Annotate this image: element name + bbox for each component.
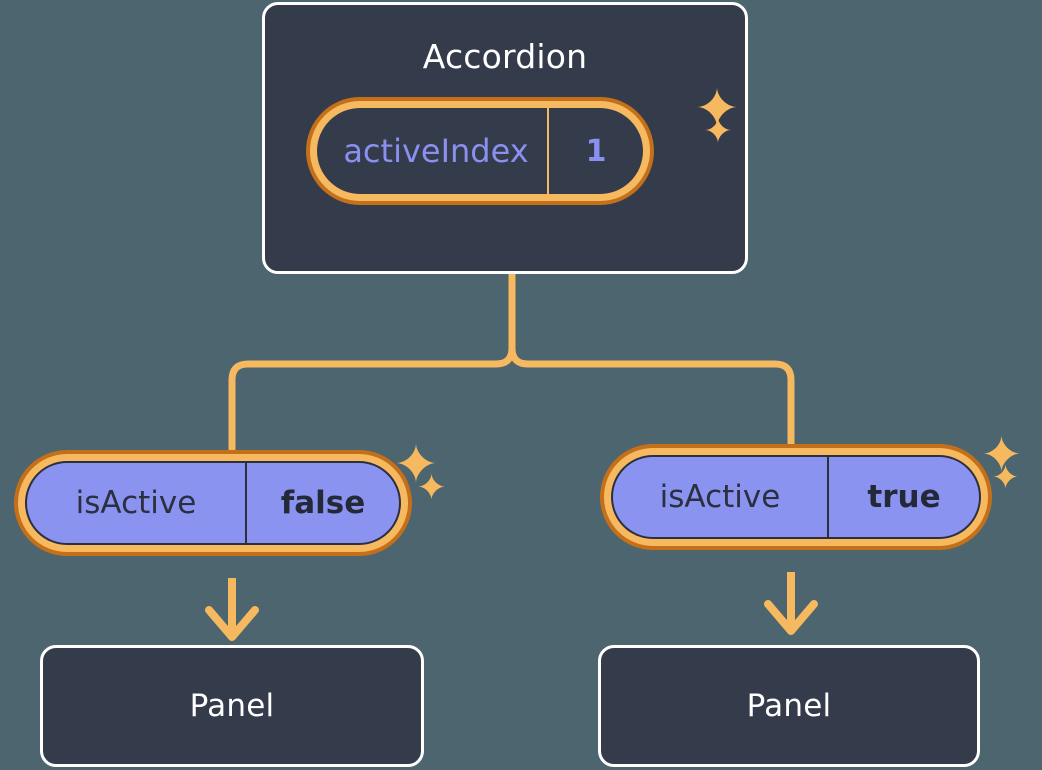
state-value-label: 1 (547, 108, 643, 194)
pill-inner-ring: isActive true (604, 448, 988, 546)
component-card-panel-right[interactable]: Panel (598, 645, 980, 767)
component-title-accordion: Accordion (422, 37, 588, 76)
pill-outer-ring: activeIndex 1 (306, 97, 654, 205)
component-title-panel-right: Panel (746, 688, 832, 724)
component-title-panel-left: Panel (189, 688, 275, 724)
pill-inner-ring: isActive false (18, 454, 408, 552)
sparkle-false-small-icon (418, 473, 445, 500)
component-card-panel-left[interactable]: Panel (40, 645, 424, 767)
arrow-right-head (764, 600, 818, 635)
state-pill-is-active-true[interactable]: isActive true (600, 444, 992, 550)
state-key-label: isActive (659, 479, 781, 515)
state-pill-is-active-false[interactable]: isActive false (14, 450, 412, 556)
connector-trunk-split (508, 270, 795, 456)
pill-outer-ring: isActive false (14, 450, 412, 556)
pill-body: isActive true (611, 455, 981, 539)
pill-body: activeIndex 1 (317, 108, 643, 194)
pill-body: isActive false (25, 461, 401, 545)
pill-outer-ring: isActive true (600, 444, 992, 550)
pill-inner-ring: activeIndex 1 (310, 101, 650, 201)
state-key-label: activeIndex (343, 132, 529, 170)
state-value-label: false (245, 463, 399, 543)
sparkle-true-small-icon (993, 464, 1018, 489)
state-value-label: true (827, 457, 979, 537)
state-pill-active-index[interactable]: activeIndex 1 (306, 97, 654, 205)
connector-branch-left (228, 344, 516, 462)
arrow-left-head (205, 606, 259, 641)
state-key-label: isActive (75, 485, 197, 521)
